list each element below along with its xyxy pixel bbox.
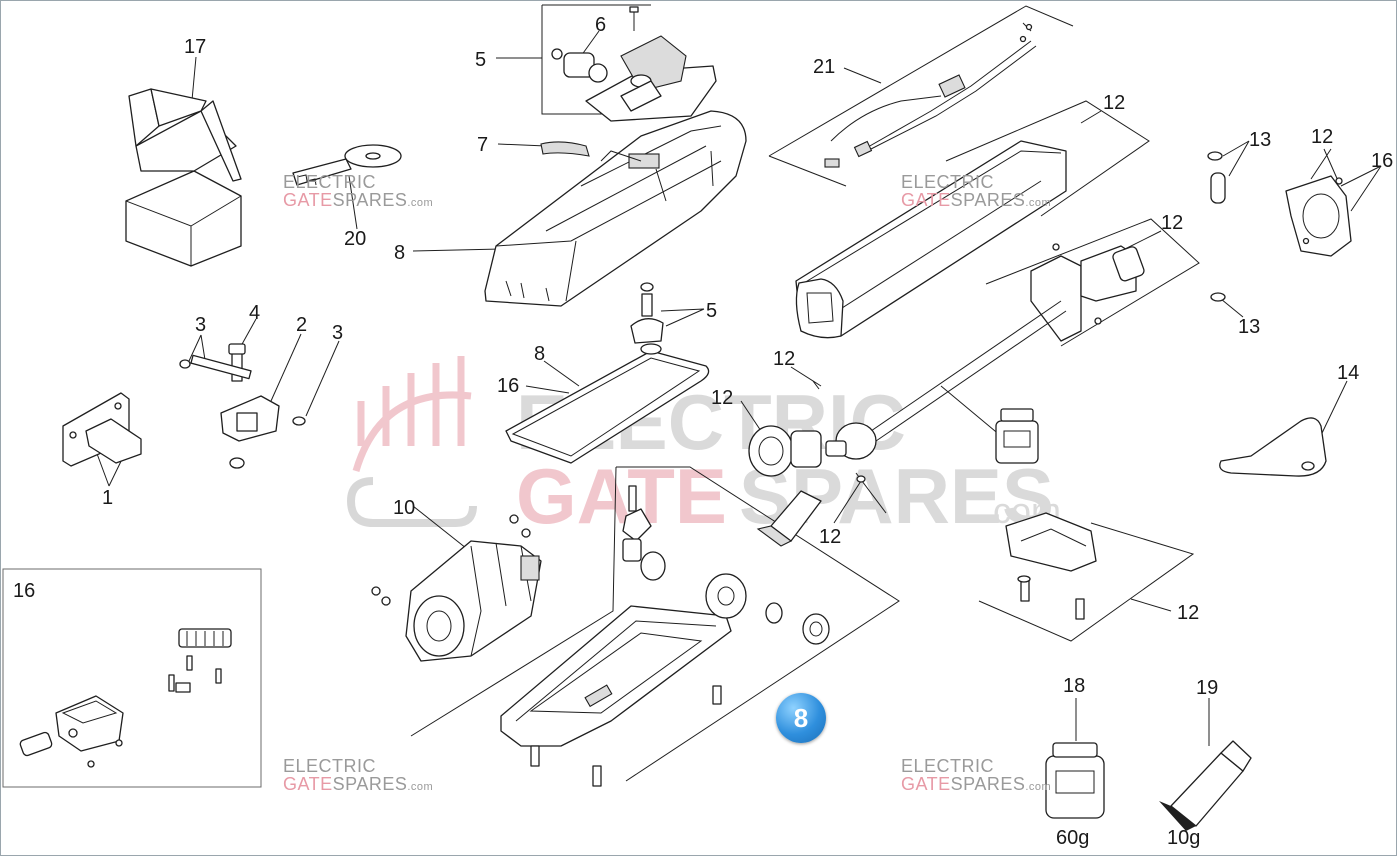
part-gearset <box>622 485 830 645</box>
label-16-inset: 16 <box>13 580 35 602</box>
part-4-bolt <box>228 343 246 382</box>
part-number-labels: 17 20 5 6 7 8 21 12 12 13 12 16 13 14 4 … <box>13 14 1393 699</box>
part-17-box <box>125 88 242 267</box>
label-3-right: 3 <box>332 322 343 344</box>
grease-jar-small <box>995 408 1039 464</box>
part-12-motor-tube <box>870 243 1145 442</box>
part-8-cover <box>484 110 747 307</box>
label-8-top: 8 <box>394 242 405 264</box>
part-12-gear-assembly <box>748 380 887 514</box>
part-7-strip <box>540 141 590 157</box>
label-12-c: 12 <box>1311 126 1333 148</box>
label-1: 1 <box>102 487 113 509</box>
small-watermark-2: ELECTRIC GATESPARES.com <box>901 172 1052 210</box>
part-18-grease-jar <box>1045 742 1105 819</box>
label-21: 21 <box>813 56 835 78</box>
label-17: 17 <box>184 36 206 58</box>
label-18: 18 <box>1063 675 1085 697</box>
label-13-bottom: 13 <box>1238 316 1260 338</box>
label-5-top: 5 <box>475 49 486 71</box>
part-20-key <box>292 144 402 186</box>
label-8-mid: 8 <box>534 343 545 365</box>
label-3-left: 3 <box>195 314 206 336</box>
part-8-gearbox-base <box>500 605 732 787</box>
part-1-front-bracket <box>62 392 142 467</box>
part-6-lock-assembly <box>551 6 717 122</box>
leader-lines <box>95 30 1382 746</box>
part-number-badge[interactable]: 8 <box>776 693 826 743</box>
large-watermark-logo: ELECTRIC GATE SPARES .com <box>346 356 1061 540</box>
label-19: 19 <box>1196 677 1218 699</box>
label-12-g: 12 <box>1177 602 1199 624</box>
group-outlines <box>410 4 1200 782</box>
grease-tube-weight: 10g <box>1167 827 1201 849</box>
part-10-motor <box>371 514 542 662</box>
inset-16-box <box>2 568 262 788</box>
label-12-e: 12 <box>711 387 733 409</box>
label-12-f: 12 <box>819 526 841 548</box>
label-12-b: 12 <box>1161 212 1183 234</box>
part-8-gasket <box>505 343 710 464</box>
label-12-d: 12 <box>773 348 795 370</box>
label-4: 4 <box>249 302 260 324</box>
grease-jar-weight: 60g <box>1056 827 1090 849</box>
small-watermark-3: ELECTRIC GATESPARES.com <box>283 756 434 794</box>
part-12-end-cap <box>1285 175 1352 257</box>
part-5-release-pin <box>630 282 664 344</box>
label-20: 20 <box>344 228 366 250</box>
label-16-mid: 16 <box>497 375 519 397</box>
part-21-wiring-harness <box>824 22 1037 168</box>
label-12-a: 12 <box>1103 92 1125 114</box>
label-10: 10 <box>393 497 415 519</box>
part-12-aluminium-housing <box>795 140 1067 339</box>
part-19-grease-tube <box>1159 740 1252 831</box>
label-7: 7 <box>477 134 488 156</box>
part-12-motor-mount <box>1005 512 1097 620</box>
large-watermark-gate: GATE <box>516 452 727 540</box>
small-watermark-1: ELECTRIC GATESPARES.com <box>283 172 434 210</box>
part-2-clevis <box>220 395 280 469</box>
part-14-rear-bracket <box>1219 417 1327 477</box>
label-16-right: 16 <box>1371 150 1393 172</box>
label-2: 2 <box>296 314 307 336</box>
label-5-mid: 5 <box>706 300 717 322</box>
label-6: 6 <box>595 14 606 36</box>
grease-tube-small <box>756 490 822 547</box>
part-3-pin-and-washers <box>179 354 306 426</box>
part-13-pin-and-washer <box>1207 151 1226 302</box>
small-watermark-4: ELECTRIC GATESPARES.com <box>901 756 1052 794</box>
label-13-top: 13 <box>1249 129 1271 151</box>
label-14: 14 <box>1337 362 1359 384</box>
